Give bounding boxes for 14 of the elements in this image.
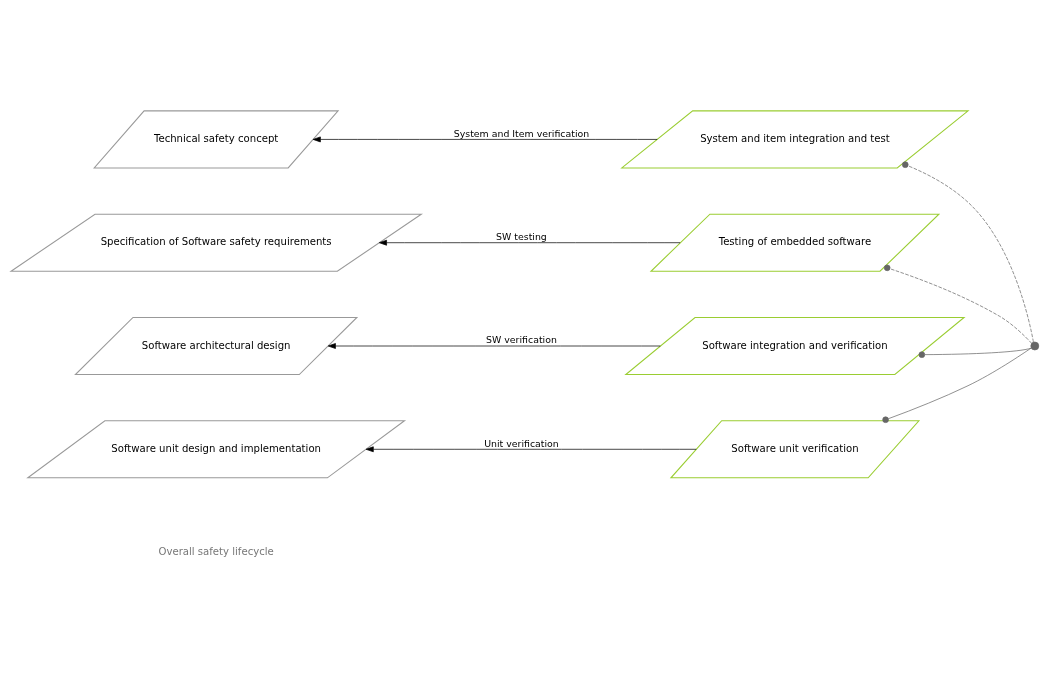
- connector: [918, 347, 1032, 358]
- arrow: [312, 136, 658, 143]
- connector: [883, 264, 1032, 344]
- node-circle: [1030, 341, 1040, 351]
- edge-label: Unit verification: [484, 437, 559, 449]
- edge-label: SW verification: [486, 334, 557, 346]
- connector: [882, 347, 1032, 423]
- arrow: [365, 446, 697, 453]
- arrow: [327, 343, 661, 349]
- label: Overall safety lifecycle: [158, 546, 274, 558]
- connector: [902, 161, 1034, 343]
- edge-label: SW testing: [496, 231, 547, 243]
- arrow: [378, 239, 681, 246]
- edge-label: System and Item verification: [453, 127, 590, 139]
